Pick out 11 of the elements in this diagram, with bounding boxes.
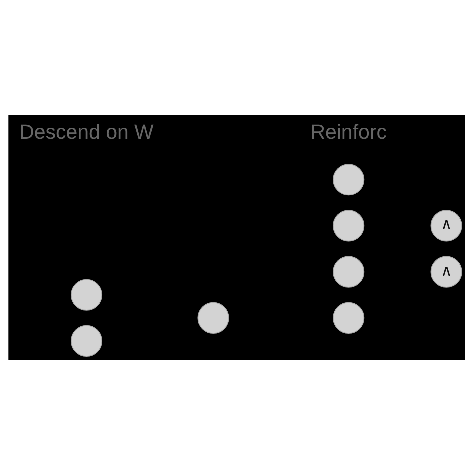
node-circle xyxy=(198,302,230,334)
node-circle xyxy=(333,256,365,288)
label: Descend on W xyxy=(20,120,154,144)
node-circle: ∧ xyxy=(430,210,462,242)
node-circle: ∧ xyxy=(430,256,462,288)
node-circle xyxy=(70,324,103,357)
node-circle xyxy=(333,210,365,242)
node-circle xyxy=(70,278,103,310)
label: Reinforc xyxy=(310,120,387,144)
node-circle xyxy=(333,164,365,196)
node-circle xyxy=(333,302,365,334)
